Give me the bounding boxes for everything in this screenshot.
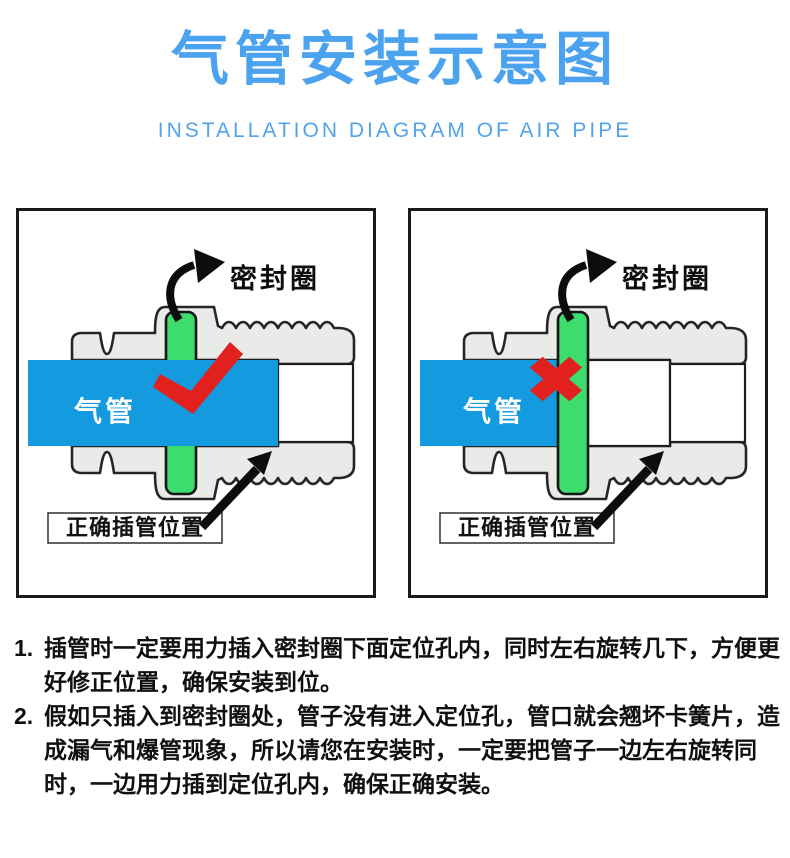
instruction-number: 2. (14, 703, 34, 729)
insert-position-label: 正确插管位置 (66, 515, 204, 540)
insert-position-arrow-icon (198, 465, 261, 531)
diagram-panel-incorrect: 气管 密封圈 正确插管位置 (408, 208, 768, 598)
insert-position-label: 正确插管位置 (458, 515, 596, 540)
page-title: 气管安装示意图 (170, 27, 619, 92)
fitting-body-top-half (70, 305, 356, 366)
locating-hole-bore (668, 362, 747, 444)
page-subtitle: INSTALLATION DIAGRAM OF AIR PIPE (157, 119, 633, 142)
instruction-item: 2. 假如只插入到密封圈处，管子没有进入定位孔，管口就会翘坏卡簧片，造成漏气和爆… (14, 699, 780, 801)
fitting-body-bottom-half (70, 440, 356, 501)
seal-ring (556, 310, 590, 496)
fitting-body-top-half (462, 305, 748, 366)
seal-ring-callout-arrow-icon (558, 261, 588, 323)
seal-ring-callout-arrow-icon (166, 261, 196, 323)
air-tube (420, 360, 559, 446)
air-tube (28, 360, 278, 446)
insert-position-label-box (47, 512, 223, 544)
seal-ring-callout-arrowhead-icon (586, 249, 617, 283)
seal-ring-label: 密封圈 (622, 263, 712, 294)
instruction-item: 1. 插管时一定要用力插入密封圈下面定位孔内，同时左右旋转几下，方便更好修正位置… (14, 631, 780, 699)
diagram-panel-correct: 气管 密封圈 正确插管位置 (16, 208, 376, 598)
instruction-number: 1. (14, 635, 34, 661)
instruction-text: 插管时一定要用力插入密封圈下面定位孔内，同时左右旋转几下，方便更好修正位置，确保… (44, 635, 780, 695)
locating-hole-bore (276, 362, 355, 444)
checkmark-icon (153, 342, 243, 414)
x-mark-icon (529, 356, 583, 402)
insert-position-arrowhead-icon (247, 451, 272, 475)
seal-ring-label: 密封圈 (230, 263, 320, 294)
instruction-text: 假如只插入到密封圈处，管子没有进入定位孔，管口就会翘坏卡簧片，造成漏气和爆管现象… (44, 703, 780, 797)
fitting-diagram-incorrect: 气管 密封圈 正确插管位置 (420, 249, 748, 544)
seal-ring-callout-arrowhead-icon (194, 249, 225, 283)
insert-position-label-box (439, 512, 615, 544)
air-tube-label: 气管 (462, 395, 525, 427)
insert-position-arrow-icon (590, 465, 653, 531)
fitting-diagram-correct: 气管 密封圈 正确插管位置 (28, 249, 356, 544)
fitting-body-bottom-half (462, 440, 748, 501)
air-tube-label: 气管 (73, 395, 136, 427)
instructions-list: 1. 插管时一定要用力插入密封圈下面定位孔内，同时左右旋转几下，方便更好修正位置… (14, 631, 780, 801)
insert-position-arrowhead-icon (639, 451, 664, 475)
